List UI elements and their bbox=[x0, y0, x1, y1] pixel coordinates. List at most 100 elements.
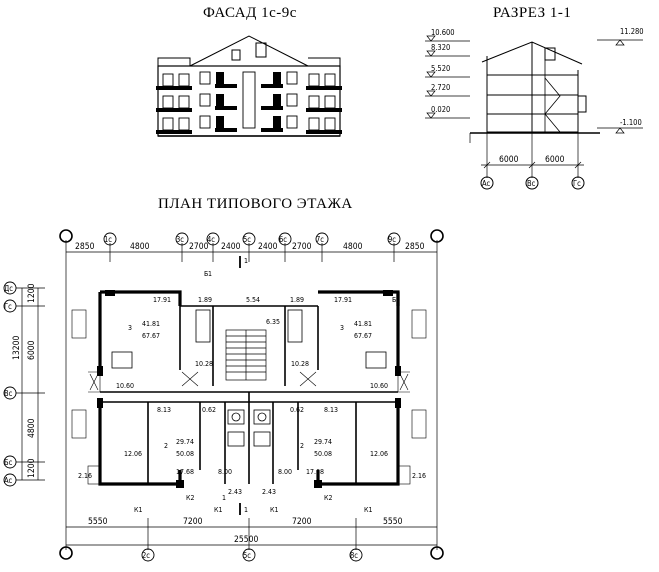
marker-label: К1 bbox=[270, 506, 278, 514]
axis-label: Bc bbox=[527, 179, 536, 188]
dimension-label: 5550 bbox=[88, 517, 108, 527]
section-title: РАЗРЕЗ 1-1 bbox=[493, 5, 572, 21]
axis-label: Гc bbox=[4, 302, 12, 311]
section-mark: 1 bbox=[222, 494, 226, 502]
level-label: 11.280 bbox=[620, 27, 644, 36]
room-area: 17.68 bbox=[306, 468, 324, 476]
dimension-label: 6000 bbox=[27, 340, 37, 360]
room-area: 17.91 bbox=[153, 296, 171, 304]
dimension-label: 1200 bbox=[27, 458, 37, 478]
dimension-label: 6000 bbox=[545, 155, 565, 165]
room-area: 29.74 bbox=[314, 438, 332, 446]
level-label: 5.520 bbox=[431, 64, 450, 73]
dimension-label: 4800 bbox=[27, 418, 37, 438]
dimension-label: 4800 bbox=[130, 242, 150, 252]
axis-label: Дc bbox=[4, 284, 13, 293]
axis-label: 6c bbox=[279, 235, 287, 244]
axis-label: 8c bbox=[350, 551, 358, 560]
room-number: 2 bbox=[300, 442, 304, 450]
facade-title: ФАСАД 1с-9с bbox=[203, 5, 297, 21]
dimension-label: 13200 bbox=[12, 336, 22, 360]
axis-label: Вc bbox=[4, 389, 13, 398]
marker-label: Б bbox=[392, 296, 396, 304]
dimension-label: 2400 bbox=[258, 242, 278, 252]
axis-label: Ac bbox=[482, 179, 490, 188]
axis-label: 1c bbox=[104, 235, 112, 244]
marker-label: К1 bbox=[214, 506, 222, 514]
room-number: 2 bbox=[164, 442, 168, 450]
room-area: 1.89 bbox=[198, 296, 212, 304]
level-label: -1.100 bbox=[620, 118, 642, 127]
room-area: 67.67 bbox=[142, 332, 160, 340]
room-area: 6.35 bbox=[266, 318, 280, 326]
dimension-label: 7200 bbox=[292, 517, 312, 527]
dimension-label: 2850 bbox=[405, 242, 425, 252]
axis-label: 7c bbox=[316, 235, 324, 244]
room-area: 41.81 bbox=[354, 320, 372, 328]
dimension-label: 2850 bbox=[75, 242, 95, 252]
total-dimension: 25500 bbox=[234, 535, 258, 545]
section-drawing bbox=[425, 35, 643, 190]
room-area: 8.13 bbox=[157, 406, 171, 414]
level-label: 10.600 bbox=[431, 28, 455, 37]
axis-label: 4c bbox=[207, 235, 215, 244]
room-area: 8.00 bbox=[278, 468, 292, 476]
room-area: 1.89 bbox=[290, 296, 304, 304]
room-area: 2.43 bbox=[228, 488, 242, 496]
dimension-label: 5550 bbox=[383, 517, 403, 527]
marker-label: К2 bbox=[324, 494, 332, 502]
axis-label: 2c bbox=[142, 551, 150, 560]
marker-label: Б bbox=[204, 270, 208, 278]
room-number: 3 bbox=[128, 324, 132, 332]
room-area: 50.08 bbox=[176, 450, 194, 458]
room-area: 17.91 bbox=[334, 296, 352, 304]
plan-title: ПЛАН ТИПОВОГО ЭТАЖА bbox=[158, 196, 353, 212]
dimension-label: 2400 bbox=[221, 242, 241, 252]
room-area: 50.08 bbox=[314, 450, 332, 458]
dimension-label: 2700 bbox=[292, 242, 312, 252]
room-area: 2.16 bbox=[78, 472, 92, 480]
axis-label: 5c bbox=[243, 551, 251, 560]
room-area: 10.60 bbox=[116, 382, 134, 390]
level-label: 2.720 bbox=[431, 83, 450, 92]
room-area: 12.06 bbox=[370, 450, 388, 458]
dimension-label: 6000 bbox=[499, 155, 519, 165]
axis-label: 3c bbox=[176, 235, 184, 244]
dimension-label: 4800 bbox=[343, 242, 363, 252]
dimension-label: 1200 bbox=[27, 283, 37, 303]
room-area: 67.67 bbox=[354, 332, 372, 340]
dimension-label: 7200 bbox=[183, 517, 203, 527]
room-area: 0.62 bbox=[202, 406, 216, 414]
room-area: 2.43 bbox=[262, 488, 276, 496]
room-area: 8.13 bbox=[324, 406, 338, 414]
axis-label: Ac bbox=[4, 476, 12, 485]
room-area: 10.28 bbox=[195, 360, 213, 368]
room-area: 0.62 bbox=[290, 406, 304, 414]
room-area: 8.00 bbox=[218, 468, 232, 476]
section-mark: 1 bbox=[244, 506, 248, 514]
room-area: 41.81 bbox=[142, 320, 160, 328]
axis-label: 9c bbox=[388, 235, 396, 244]
axis-label: Бc bbox=[4, 458, 13, 467]
section-mark: 1 bbox=[208, 270, 212, 278]
room-area: 2.16 bbox=[412, 472, 426, 480]
room-number: 3 bbox=[340, 324, 344, 332]
room-area: 12.06 bbox=[124, 450, 142, 458]
axis-label: 5c bbox=[243, 235, 251, 244]
level-label: 0.020 bbox=[431, 105, 450, 114]
room-area: 10.60 bbox=[370, 382, 388, 390]
marker-label: К2 bbox=[186, 494, 194, 502]
marker-label: К1 bbox=[364, 506, 372, 514]
room-area: 29.74 bbox=[176, 438, 194, 446]
axis-label: Гс bbox=[573, 179, 581, 188]
room-area: 10.28 bbox=[291, 360, 309, 368]
room-area: 5.54 bbox=[246, 296, 260, 304]
dimension-label: 2700 bbox=[189, 242, 209, 252]
section-mark: 1 bbox=[244, 257, 248, 265]
plan-drawing bbox=[3, 229, 444, 562]
level-label: 8.320 bbox=[431, 43, 450, 52]
facade-drawing bbox=[156, 35, 342, 137]
room-area: 17.68 bbox=[176, 468, 194, 476]
marker-label: К1 bbox=[134, 506, 142, 514]
